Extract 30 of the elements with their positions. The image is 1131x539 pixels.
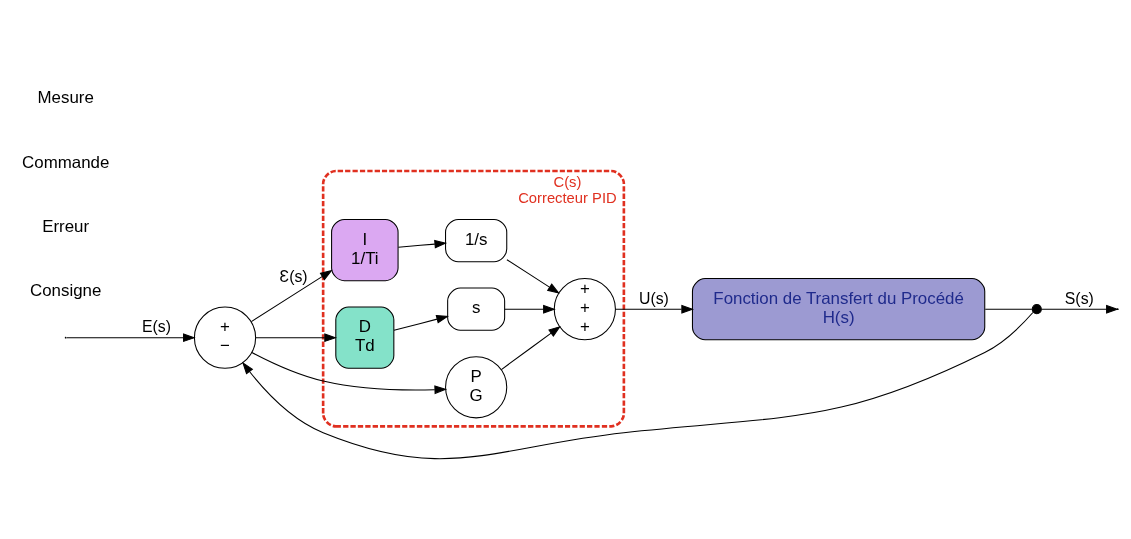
arrow [242, 312, 1034, 460]
edge-label: E(s) [141, 318, 171, 336]
node-box: s [447, 287, 506, 331]
arrow [66, 333, 196, 343]
arrow [506, 259, 560, 294]
arrow [1041, 304, 1119, 314]
label: Consigne [30, 281, 102, 301]
arrow [397, 239, 448, 249]
node-box: I 1/Ti [331, 219, 399, 282]
node-circle: + − [193, 306, 257, 369]
node-circle: P G [445, 356, 508, 419]
edge-label: Ɛ(s) [279, 267, 308, 285]
node-box: 1/s [445, 219, 508, 263]
arrow [250, 269, 333, 323]
arrow [393, 314, 449, 331]
label: Commande [22, 152, 110, 172]
arrow [615, 304, 695, 314]
connector [984, 308, 1033, 310]
node-box: D Td [335, 306, 395, 369]
arrow [500, 325, 561, 371]
edge-label: S(s) [1064, 289, 1094, 307]
edge-label: U(s) [639, 289, 669, 307]
arrow [255, 333, 337, 343]
arrow [504, 304, 556, 314]
node-circle: + + + [553, 278, 616, 341]
node-circle [1031, 304, 1042, 315]
label: Mesure [37, 88, 94, 108]
node-box: Fonction de Transfert du Procédé H(s) [691, 278, 986, 341]
label: Erreur [42, 216, 90, 236]
arrow [251, 351, 448, 395]
